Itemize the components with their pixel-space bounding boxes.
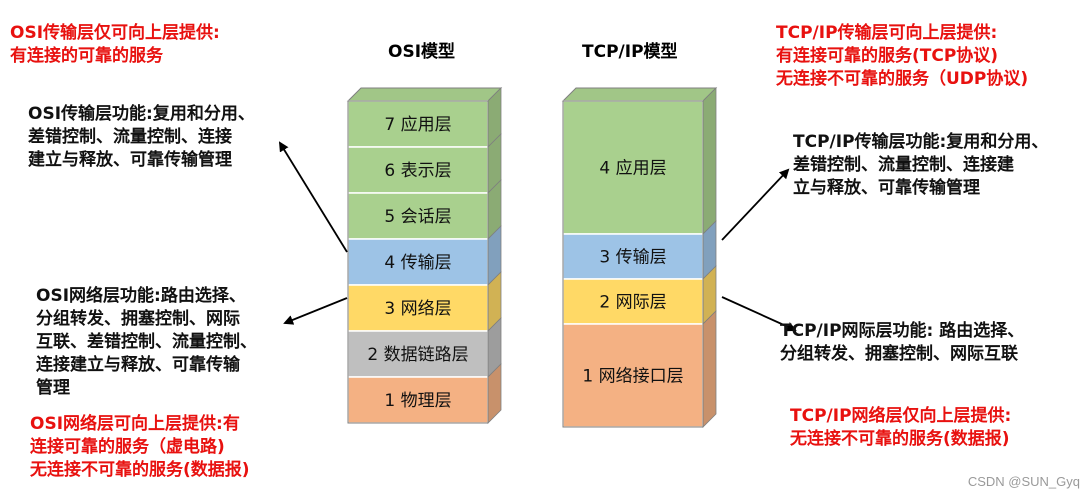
tcpip-transport-function-text: TCP/IP传输层功能:复用和分用、 差错控制、流量控制、连接建 立与释放、可靠… — [793, 132, 1049, 198]
tcpip-layer-label-1: 3 传输层 — [599, 248, 666, 268]
osi-layer-label-1: 6 表示层 — [384, 161, 451, 181]
tcpip-layer-3 — [562, 323, 704, 428]
arrow-osi-network-function — [283, 297, 348, 325]
tcpip-title: TCP/IP模型 — [582, 42, 678, 62]
osi-top-face — [346, 87, 503, 102]
osi-transport-function-text: OSI传输层功能:复用和分用、 差错控制、流量控制、连接 建立与释放、可靠传输管… — [28, 104, 255, 170]
tcpip-transport-provides-text: TCP/IP传输层可向上层提供: 有连接可靠的服务(TCP协议) 无连接不可靠的… — [776, 23, 1029, 89]
osi-layer-label-5: 2 数据链路层 — [367, 345, 468, 365]
arrow-tcp-internet-function — [721, 296, 797, 332]
tcpip-layer-1 — [562, 233, 704, 280]
tcpip-layer-label-2: 2 网际层 — [599, 293, 666, 313]
tcpip-layer-2 — [562, 278, 704, 325]
osi-layer-label-0: 7 应用层 — [384, 115, 451, 135]
osi-network-function-text: OSI网络层功能:路由选择、 分组转发、拥塞控制、网际 互联、差错控制、流量控制… — [36, 286, 257, 398]
osi-stack: 7 应用层 6 表示层 5 会话层 4 传输层 3 网络层 2 数据链路层 1 物理层 — [346, 87, 503, 424]
osi-title: OSI模型 — [388, 42, 456, 62]
osi-layer-label-2: 5 会话层 — [384, 207, 451, 227]
tcpip-layer-side-3 — [702, 310, 717, 428]
tcpip-outline — [562, 100, 704, 428]
osi-layer-label-3: 4 传输层 — [384, 253, 451, 273]
osi-transport-provides-text: OSI传输层仅可向上层提供: 有连接的可靠的服务 — [10, 23, 220, 66]
arrow-tcp-transport-function — [721, 168, 790, 241]
arrows — [278, 141, 797, 332]
osi-outline — [347, 100, 489, 424]
osi-network-provides-text: OSI网络层可向上层提供:有 连接可靠的服务（虚电路) 无连接不可靠的服务(数据… — [30, 414, 250, 480]
osi-layer-1 — [347, 146, 489, 194]
watermark: CSDN @SUN_Gyq — [967, 474, 1080, 489]
tcpip-layer-label-3: 1 网络接口层 — [582, 367, 683, 387]
tcpip-stack: 4 应用层 3 传输层 2 网际层 1 网络接口层 — [561, 87, 718, 428]
arrow-osi-transport-function — [278, 141, 348, 253]
tcpip-layer-label-0: 4 应用层 — [599, 159, 666, 179]
osi-layer-label-4: 3 网络层 — [384, 299, 451, 319]
tcpip-internet-function-text: TCP/IP网际层功能: 路由选择、 分组转发、拥塞控制、网际互联 — [780, 321, 1025, 364]
tcpip-top-face — [561, 87, 718, 102]
tcpip-layer-side-0 — [702, 87, 717, 235]
osi-layer-3 — [347, 238, 489, 286]
osi-layer-label-6: 1 物理层 — [384, 391, 451, 411]
tcpip-internet-provides-text: TCP/IP网络层仅向上层提供: 无连接不可靠的服务(数据报) — [790, 406, 1012, 449]
